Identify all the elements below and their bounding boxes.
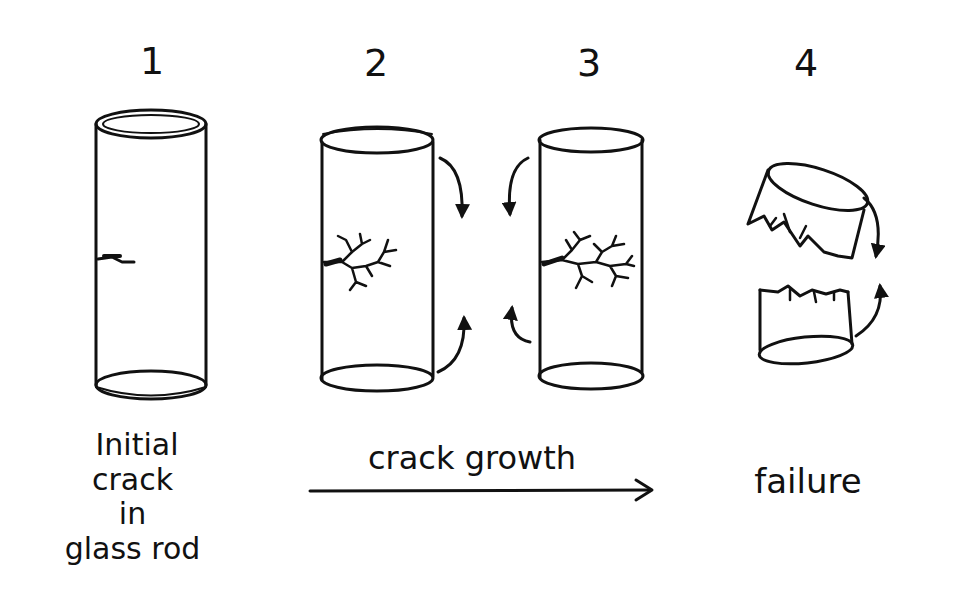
broken-glass-rod bbox=[748, 154, 873, 368]
step-number: 2 bbox=[346, 42, 406, 86]
progression-arrow bbox=[310, 480, 652, 500]
step-caption: Initial crack in glass rod bbox=[37, 428, 237, 566]
force-arrow bbox=[438, 158, 881, 372]
glass-rod bbox=[539, 128, 643, 389]
step-number: 3 bbox=[559, 42, 619, 86]
glass-rod bbox=[321, 127, 433, 391]
glass-rod bbox=[96, 110, 206, 399]
step-caption: crack growth bbox=[302, 440, 642, 477]
step-caption: failure bbox=[698, 462, 918, 501]
step-number: 4 bbox=[776, 42, 836, 86]
step-number: 1 bbox=[122, 40, 182, 84]
